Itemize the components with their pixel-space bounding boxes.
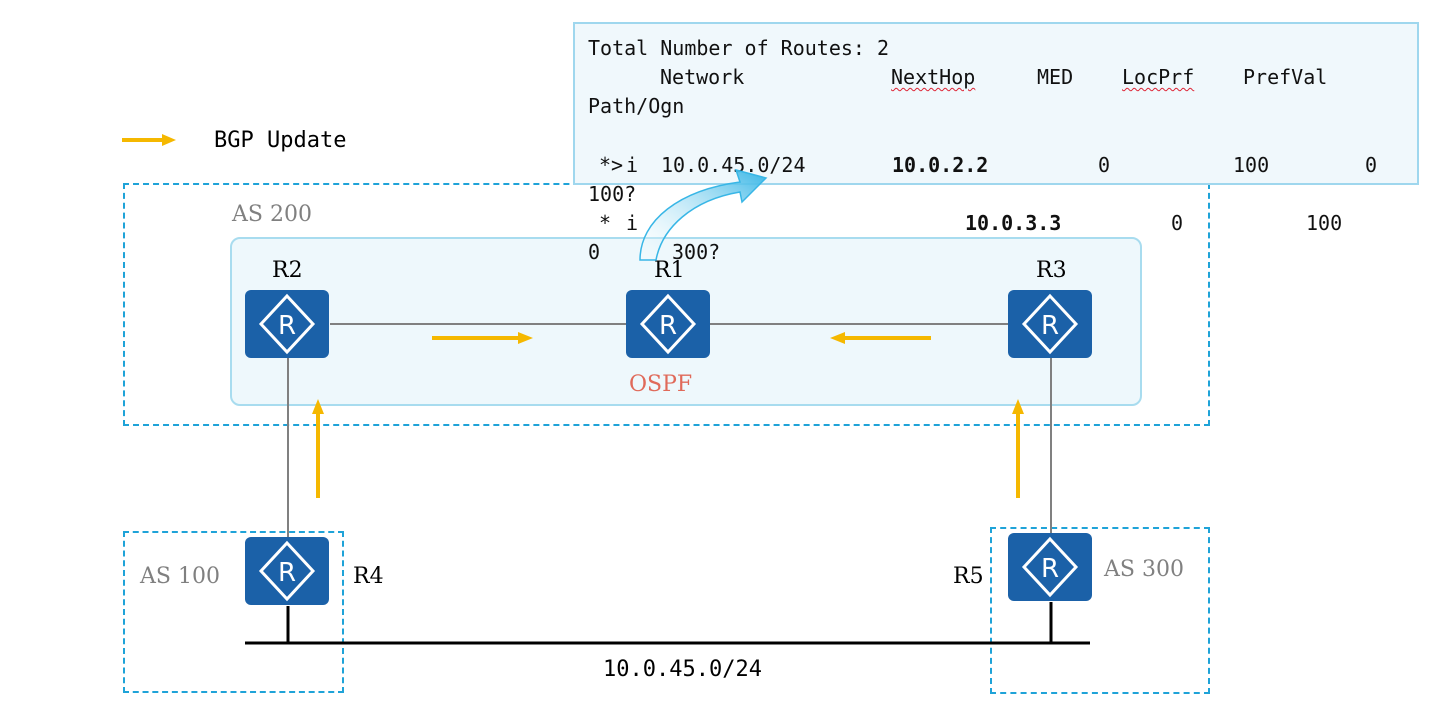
router-r3-icon: R <box>1008 290 1092 358</box>
row1-prefval: 0 <box>1365 153 1378 177</box>
row1-flag: *> <box>599 153 624 177</box>
legend-label: BGP Update <box>214 128 347 153</box>
row2-prefval: 0 <box>588 240 601 264</box>
row2-type: i <box>626 211 639 235</box>
router-r2-icon: R <box>245 290 329 358</box>
update-arrow-r3-r1 <box>830 332 931 344</box>
as100-boundary <box>123 531 344 693</box>
ospf-area <box>230 237 1142 406</box>
header-path: Path/Ogn <box>588 94 685 118</box>
svg-text:R: R <box>659 311 677 341</box>
row2-med: 0 <box>1171 211 1184 235</box>
router-r1-icon: R <box>626 290 710 358</box>
update-arrow-r2-r1 <box>432 332 533 344</box>
as300-boundary <box>990 527 1210 694</box>
svg-text:R: R <box>1041 311 1059 341</box>
header-network: Network <box>660 65 745 89</box>
router-r5-label: R5 <box>953 564 984 589</box>
route-total: Total Number of Routes: 2 <box>588 36 890 60</box>
header-locprf: LocPrf <box>1122 65 1195 89</box>
router-r2-label: R2 <box>272 258 303 283</box>
header-nexthop: NextHop <box>891 65 976 89</box>
as100-label: AS 100 <box>140 564 220 589</box>
callout-arrow-icon <box>639 168 768 261</box>
ospf-label: OSPF <box>629 372 693 397</box>
row1-med: 0 <box>1098 153 1111 177</box>
as300-label: AS 300 <box>1104 557 1184 582</box>
row2-flag: * <box>599 211 612 235</box>
as200-label: AS 200 <box>232 202 312 227</box>
router-r4-label: R4 <box>353 564 384 589</box>
svg-text:R: R <box>278 311 296 341</box>
header-med: MED <box>1037 65 1074 89</box>
update-arrow-r5-r3 <box>1012 399 1024 498</box>
svg-text:R: R <box>1041 554 1059 584</box>
row2-nexthop: 10.0.3.3 <box>965 211 1062 235</box>
row2-locprf: 100 <box>1306 211 1343 235</box>
update-arrow-r4-r2 <box>312 399 324 498</box>
row1-locprf: 100 <box>1233 153 1270 177</box>
router-r3-label: R3 <box>1036 258 1067 283</box>
row1-nexthop: 10.0.2.2 <box>892 153 989 177</box>
legend-arrow-icon <box>120 130 180 154</box>
row2-path: 300? <box>672 240 721 264</box>
router-r5-icon: R <box>1008 533 1092 601</box>
bgp-route-table <box>573 22 1419 185</box>
header-prefval: PrefVal <box>1243 65 1328 89</box>
row1-type: i <box>626 153 639 177</box>
router-r1-label: R1 <box>654 258 685 283</box>
router-r4-icon: R <box>245 537 329 605</box>
lan-network-label: 10.0.45.0/24 <box>603 657 762 682</box>
row1-path: 100? <box>588 182 637 206</box>
svg-text:R: R <box>278 558 296 588</box>
row1-network: 10.0.45.0/24 <box>661 153 806 177</box>
